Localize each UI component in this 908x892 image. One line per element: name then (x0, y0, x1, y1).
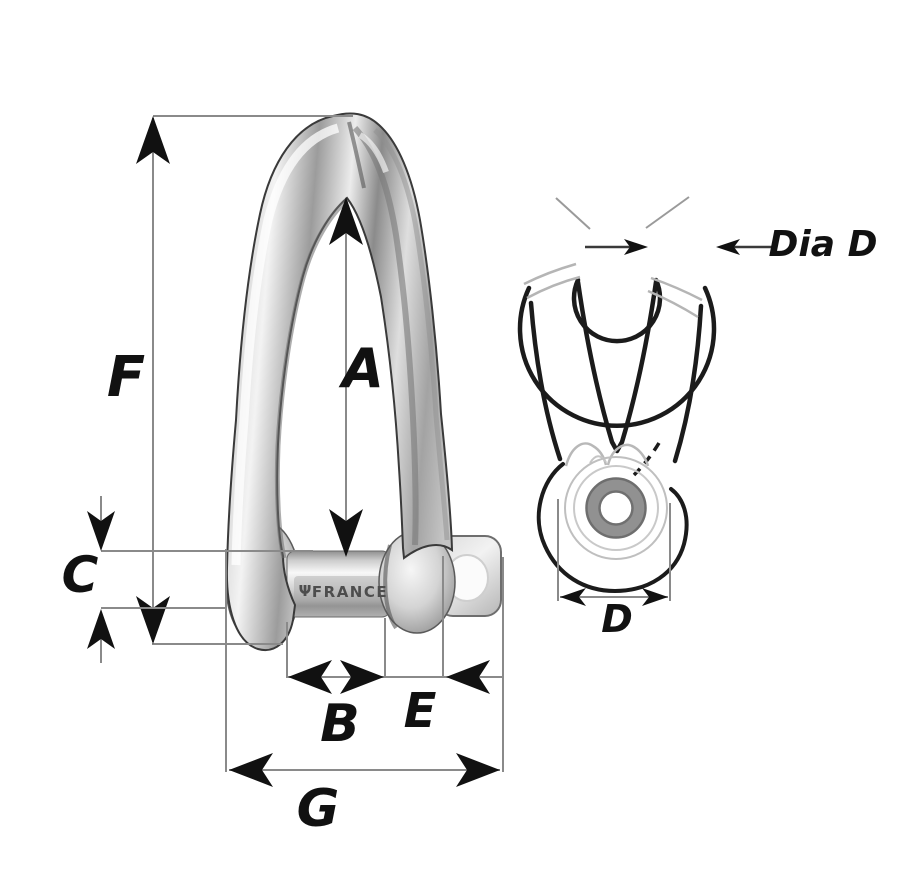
dimension-D: D (557, 499, 671, 641)
inner-legs-v (575, 279, 659, 454)
boss-ear-inner (589, 455, 607, 464)
arrowhead-right (624, 239, 648, 255)
arrowhead-right (642, 588, 668, 606)
outer-left-highlight (231, 123, 340, 566)
arrowhead-left (716, 239, 740, 255)
dimension-B: B (286, 618, 502, 754)
left-twist-arc-1 (523, 262, 577, 286)
label-B: B (320, 694, 360, 754)
left-twist-arc-2 (526, 275, 581, 300)
arrowhead-left (446, 660, 490, 694)
label-dia-d: Dia D (769, 224, 878, 265)
label-C: C (62, 546, 99, 604)
arrowhead-left (229, 753, 273, 787)
right-limb-crease (352, 125, 419, 546)
pin-annulus (587, 479, 645, 537)
arrowhead-down (329, 509, 363, 557)
arrowhead-down (87, 511, 115, 551)
inner-ring-arc (571, 277, 663, 344)
right-spoke-line (645, 196, 690, 229)
top-view: Dia D D (517, 196, 877, 641)
arrowhead-right (456, 753, 500, 787)
arrowhead-left (288, 660, 332, 694)
left-spoke-line (555, 197, 591, 230)
wichard-logo: Ψ (299, 582, 312, 600)
right-outer-shade (373, 128, 450, 541)
outer-ring-arc (517, 285, 717, 429)
radius-arrow (585, 239, 648, 255)
dimension-A: A (329, 197, 384, 557)
dimension-F: F (107, 115, 353, 645)
outer-right-leg (672, 303, 704, 464)
inner-left-shadow (274, 198, 349, 559)
dimension-C: C (62, 496, 313, 663)
boss-ring-mid (573, 465, 659, 551)
arrowhead-left (560, 588, 586, 606)
right-boss-crease (383, 544, 398, 630)
dimension-G: G (225, 549, 504, 839)
apex-twist-crease (347, 121, 366, 189)
side-view: Ψ FRANCE F A C (62, 112, 504, 839)
arrowhead-up (329, 197, 363, 245)
outer-left-leg (528, 300, 563, 462)
apex-highlight (358, 132, 389, 174)
label-G: G (297, 779, 340, 839)
dimension-E: E (404, 556, 490, 739)
loop-outline (517, 196, 717, 464)
label-E: E (404, 683, 437, 739)
annulus-outer-edge (585, 477, 647, 539)
arrowhead-up (87, 609, 115, 649)
dia-d-callout: Dia D (716, 224, 877, 265)
twist-marks (523, 262, 703, 319)
label-F: F (107, 345, 145, 410)
arrowhead-up (136, 116, 170, 164)
right-twist-arc-2 (647, 289, 699, 319)
pin-engraving-text: FRANCE (312, 583, 388, 601)
arrowhead-right (340, 660, 384, 694)
shackle-body: Ψ FRANCE (225, 112, 502, 652)
boss-ear-left (564, 442, 608, 467)
boss-ring-outer (564, 456, 668, 560)
label-D: D (601, 597, 633, 641)
boss-ear-right (606, 443, 650, 467)
pin-engraving-band (294, 576, 392, 601)
label-A: A (338, 337, 384, 400)
pin-boss-top (536, 442, 689, 594)
right-twist-arc-1 (650, 276, 703, 302)
annulus-inner-edge (598, 490, 634, 526)
